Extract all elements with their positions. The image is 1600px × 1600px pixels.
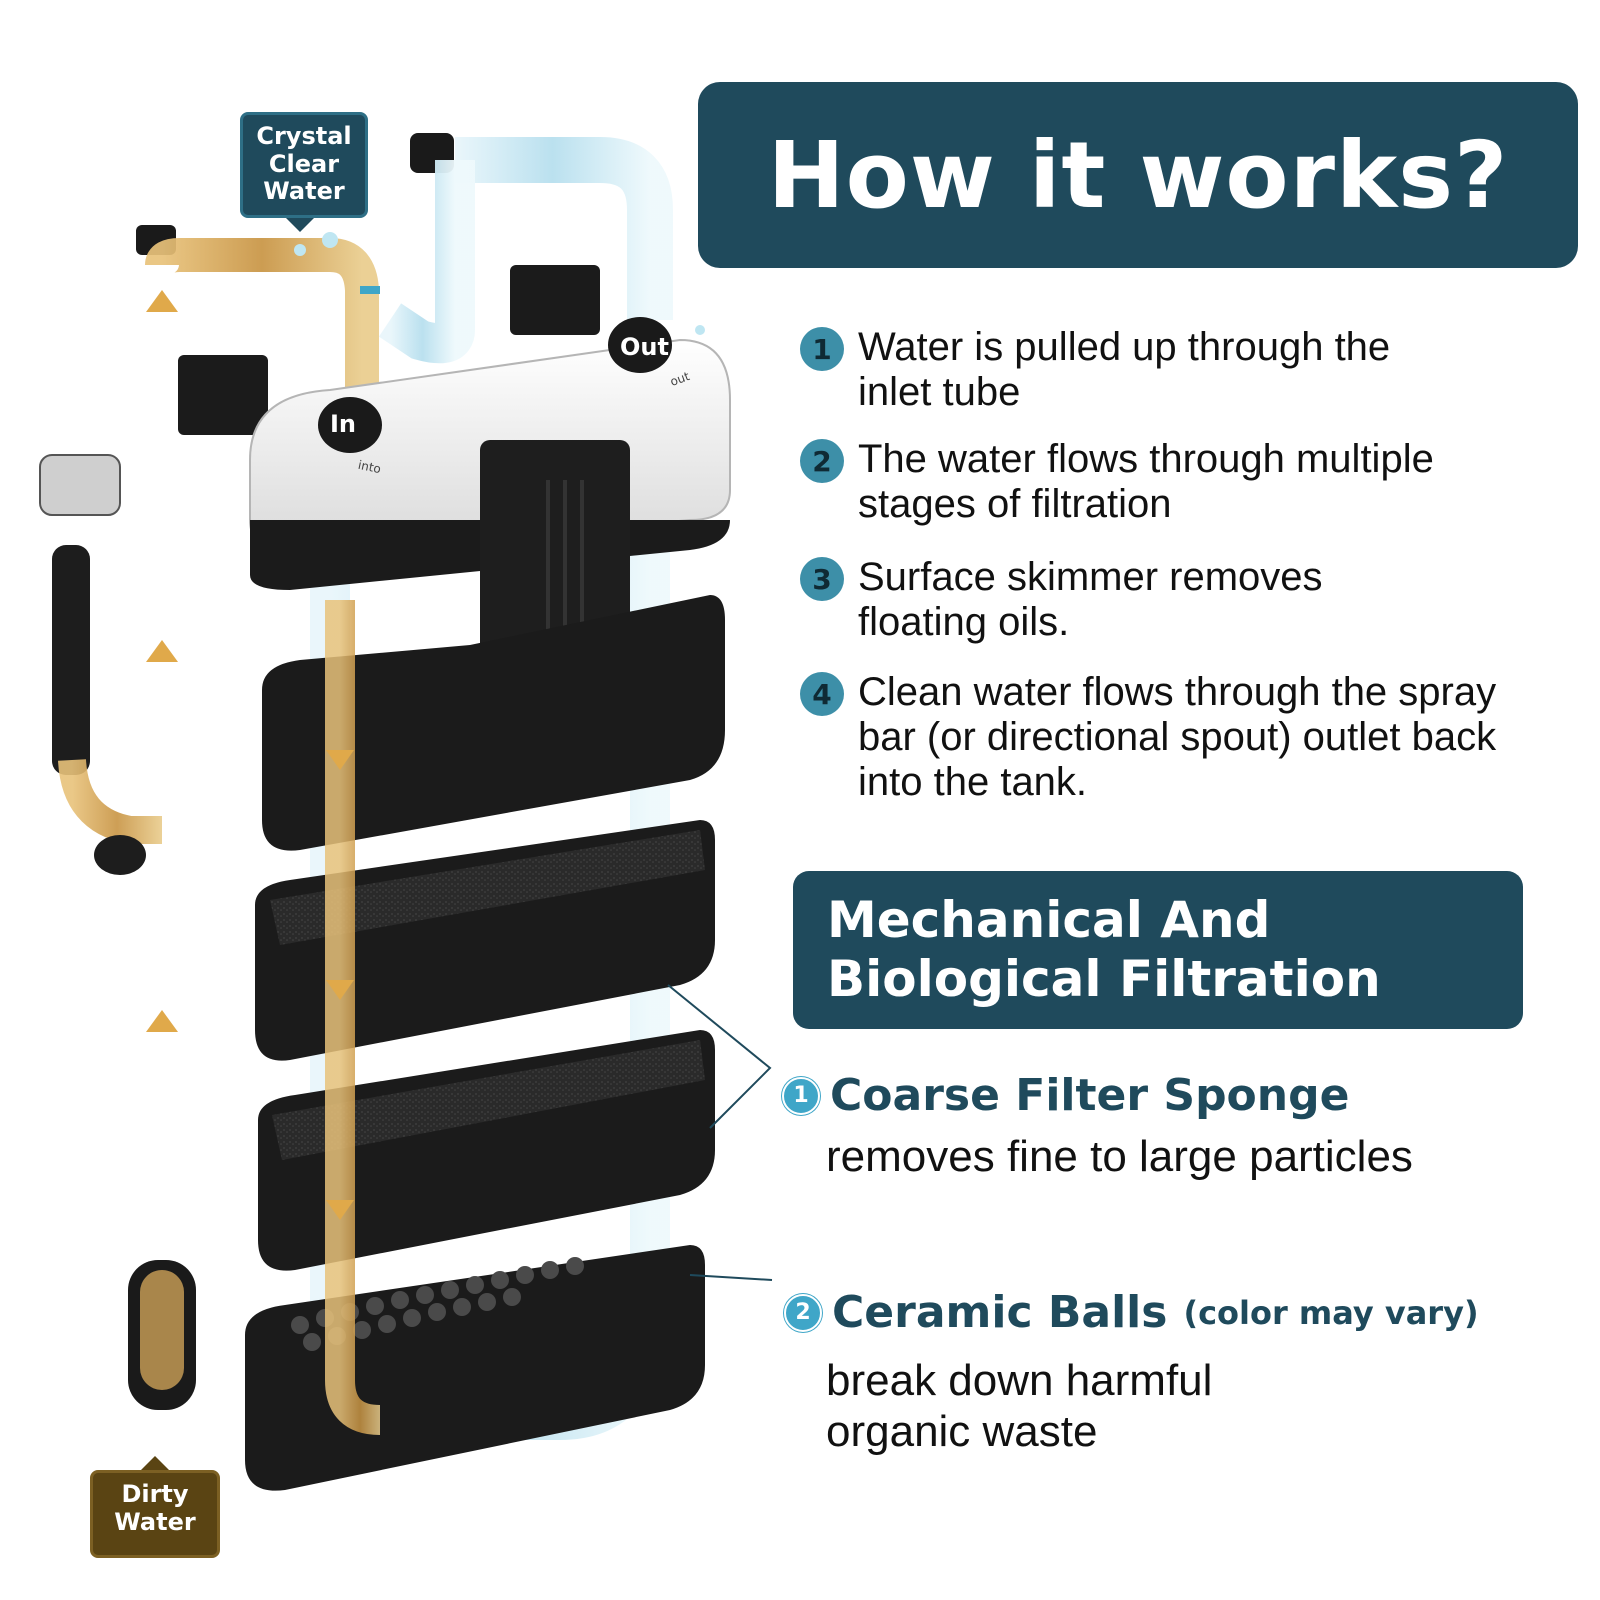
subtitle-line-1: Mechanical And bbox=[827, 891, 1271, 949]
filter-tray-sponge-2 bbox=[258, 1030, 715, 1271]
page-title: How it works? bbox=[767, 121, 1509, 229]
step-number-badge: 1 bbox=[800, 327, 844, 371]
surface-skimmer bbox=[39, 454, 162, 875]
media-title: Ceramic Balls bbox=[832, 1287, 1168, 1338]
step-item: 3 Surface skimmer removes floating oils. bbox=[800, 555, 1560, 645]
clear-water-callout: Crystal Clear Water bbox=[240, 112, 368, 218]
media-item-sponge: 1 Coarse Filter Sponge bbox=[782, 1070, 1349, 1121]
inner-flow-channel bbox=[325, 600, 381, 1435]
dirty-water-line-1: Dirty bbox=[121, 1480, 189, 1508]
hang-clip-right bbox=[510, 265, 600, 335]
clear-water-line-3: Water bbox=[263, 177, 345, 206]
step-number-badge: 4 bbox=[800, 672, 844, 716]
media-item-ceramic: 2 Ceramic Balls (color may vary) bbox=[784, 1287, 1479, 1338]
outlet-port bbox=[608, 317, 672, 373]
media-description: removes fine to large particles bbox=[826, 1132, 1413, 1181]
step-number-badge: 3 bbox=[800, 557, 844, 601]
media-note: (color may vary) bbox=[1183, 1293, 1479, 1332]
media-description: organic waste bbox=[826, 1407, 1098, 1456]
media-leader-lines bbox=[667, 984, 773, 1281]
media-number-badge: 1 bbox=[782, 1076, 820, 1115]
step-text: Clean water flows through the spray bar … bbox=[858, 670, 1497, 804]
hang-clip-left bbox=[178, 355, 268, 435]
dirty-water-line-2: Water bbox=[114, 1507, 196, 1536]
step-item: 1 Water is pulled up through the inlet t… bbox=[800, 325, 1560, 415]
inlet-tube bbox=[128, 225, 379, 1410]
filter-tray-sponge-1 bbox=[255, 820, 715, 1061]
media-number-badge: 2 bbox=[784, 1293, 822, 1332]
step-item: 2 The water flows through multiple stage… bbox=[800, 437, 1560, 527]
subtitle-line-2: Biological Filtration bbox=[827, 950, 1381, 1008]
title-banner: How it works? bbox=[698, 82, 1578, 268]
inlet-port bbox=[318, 397, 382, 453]
in-port-label: In bbox=[330, 410, 357, 438]
step-item: 4 Clean water flows through the spray ba… bbox=[800, 670, 1560, 804]
dirty-water-callout: Dirty Water bbox=[90, 1470, 220, 1558]
step-text: Surface skimmer removes floating oils. bbox=[858, 555, 1323, 644]
out-port-label: Out bbox=[620, 333, 669, 361]
dirty-water-pointer bbox=[141, 1456, 169, 1470]
media-title: Coarse Filter Sponge bbox=[830, 1070, 1350, 1121]
clear-water-line-2: Clear bbox=[268, 149, 340, 178]
filter-illustration: Crystal Clear Water Dirty Water In Out i… bbox=[0, 0, 780, 1600]
step-text: The water flows through multiple stages … bbox=[858, 437, 1434, 526]
step-number-badge: 2 bbox=[800, 439, 844, 483]
clear-water-line-1: Crystal bbox=[256, 122, 352, 150]
filter-exploded-diagram bbox=[39, 133, 773, 1491]
filtration-subtitle-banner: Mechanical And Biological Filtration bbox=[793, 871, 1523, 1029]
step-text: Water is pulled up through the inlet tub… bbox=[858, 325, 1391, 414]
media-description: break down harmful bbox=[826, 1356, 1213, 1405]
clear-water-pointer bbox=[286, 218, 314, 232]
filter-tray-top bbox=[262, 595, 725, 851]
